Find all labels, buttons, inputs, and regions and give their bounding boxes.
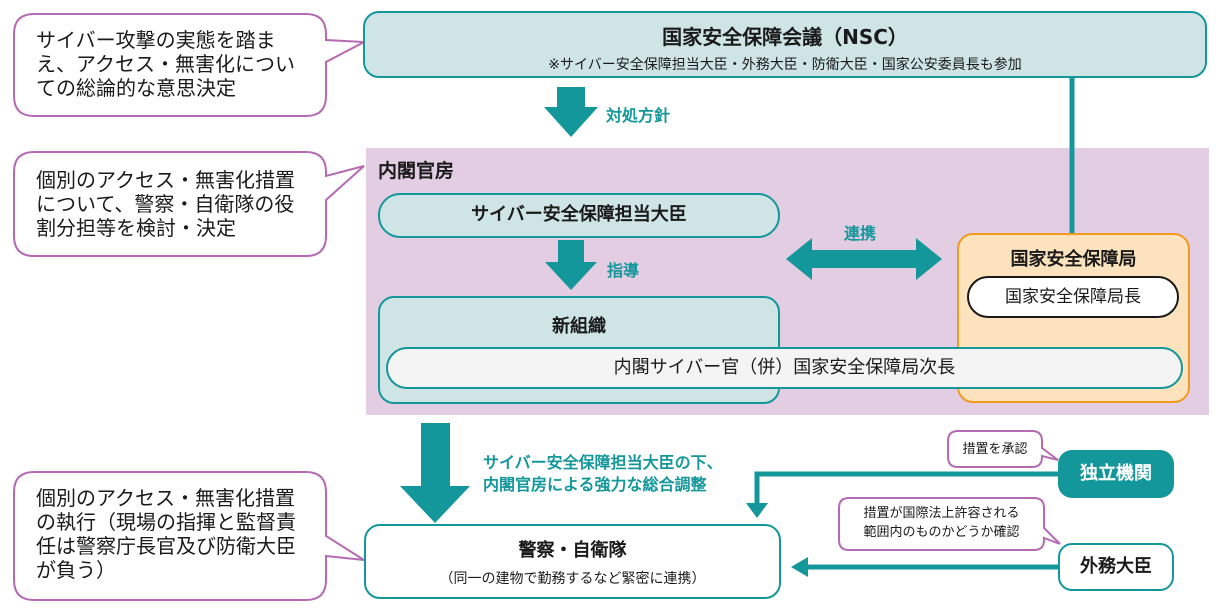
arrow-coordination: [400, 423, 470, 523]
callout-middle-line-3: 割分担等を検討・決定: [36, 216, 236, 240]
callout-top-line-1: サイバー攻撃の実態を踏ま: [36, 28, 276, 52]
confirm-tag-line-2: 範囲内のものかどうか確認: [863, 525, 1020, 540]
confirm-tag-line-1: 措置が国際法上許容される: [863, 506, 1020, 521]
callout-bottom-text: 個別のアクセス・無害化措置 の執行（現場の指揮と監督責 任は警察庁長官及び防衛大…: [36, 486, 296, 582]
independent-connector: [754, 471, 1058, 506]
label-guidance: 指導: [607, 261, 640, 280]
police-sdf-box: 警察・自衛隊 （同一の建物で勤務するなど緊密に連携）: [364, 524, 781, 599]
police-sdf-title: 警察・自衛隊: [518, 540, 627, 561]
callout-bubble-bottom: [13, 471, 365, 601]
independent-box: 独立機関: [1058, 450, 1174, 498]
callout-bubble-top: [13, 13, 368, 117]
arrow-liaison: [786, 238, 942, 280]
callout-top-line-2: え、アクセス・無害化につい: [36, 52, 295, 76]
label-policy: 対処方針: [606, 106, 671, 125]
callout-bubble-middle: [13, 151, 365, 257]
cabinet-label: 内閣官房: [378, 160, 455, 182]
callout-top-text: サイバー攻撃の実態を踏ま え、アクセス・無害化につい ての総論的な意思決定: [36, 28, 295, 100]
officer-box: 内閣サイバー官（併）国家安全保障局次長: [386, 347, 1183, 389]
foreign-minister-box: 外務大臣: [1058, 543, 1174, 591]
nsc-box: 国家安全保障会議（NSC） ※サイバー安全保障担当大臣・外務大臣・防衛大臣・国家…: [363, 11, 1207, 78]
callout-bottom-line-1: 個別のアクセス・無害化措置: [36, 486, 295, 510]
label-liaison: 連携: [844, 224, 877, 243]
independent-label: 独立機関: [1080, 463, 1152, 484]
callout-middle-line-2: について、警察・自衛隊の役: [36, 192, 295, 216]
callout-middle-line-1: 個別のアクセス・無害化措置: [36, 168, 295, 192]
minister-box: サイバー安全保障担当大臣: [378, 193, 780, 238]
nss-title: 国家安全保障局: [1010, 249, 1137, 270]
callout-bottom-line-4: が負う）: [36, 558, 116, 582]
arrow-policy: [544, 87, 598, 137]
independent-arrowhead: [746, 503, 768, 518]
callout-middle-text: 個別のアクセス・無害化措置 について、警察・自衛隊の役 割分担等を検討・決定: [36, 168, 295, 240]
label-coordination-line-2: 内閣官房による強力な総合調整: [483, 475, 707, 494]
label-coordination: サイバー安全保障担当大臣の下、 内閣官房による強力な総合調整: [483, 452, 723, 496]
police-sdf-note: （同一の建物で勤務するなど緊密に連携）: [439, 571, 706, 587]
nsc-title: 国家安全保障会議（NSC）: [662, 25, 908, 49]
tag-bubble-approve: [947, 430, 1059, 468]
officer-label: 内閣サイバー官（併）国家安全保障局次長: [613, 357, 956, 378]
minister-label: サイバー安全保障担当大臣: [471, 204, 687, 225]
foreign-arrowhead: [791, 557, 808, 577]
tag-bubble-confirm: [838, 497, 1061, 551]
nss-head-box: 国家安全保障局長: [967, 276, 1179, 318]
approve-tag-text: 措置を承認: [962, 442, 1028, 457]
confirm-tag-text: 措置が国際法上許容される 範囲内のものかどうか確認: [839, 504, 1044, 542]
foreign-minister-label: 外務大臣: [1080, 556, 1152, 577]
nsc-note: ※サイバー安全保障担当大臣・外務大臣・防衛大臣・国家公安委員長も参加: [548, 57, 1022, 73]
callout-top-line-3: ての総論的な意思決定: [36, 76, 236, 100]
nss-head-label: 国家安全保障局長: [1005, 287, 1141, 307]
label-coordination-line-1: サイバー安全保障担当大臣の下、: [483, 453, 723, 472]
new-org-title: 新組織: [552, 316, 606, 337]
arrow-guidance: [545, 240, 597, 290]
callout-bottom-line-2: の執行（現場の指揮と監督責: [36, 510, 296, 534]
callout-bottom-line-3: 任は警察庁長官及び防衛大臣: [36, 534, 296, 558]
